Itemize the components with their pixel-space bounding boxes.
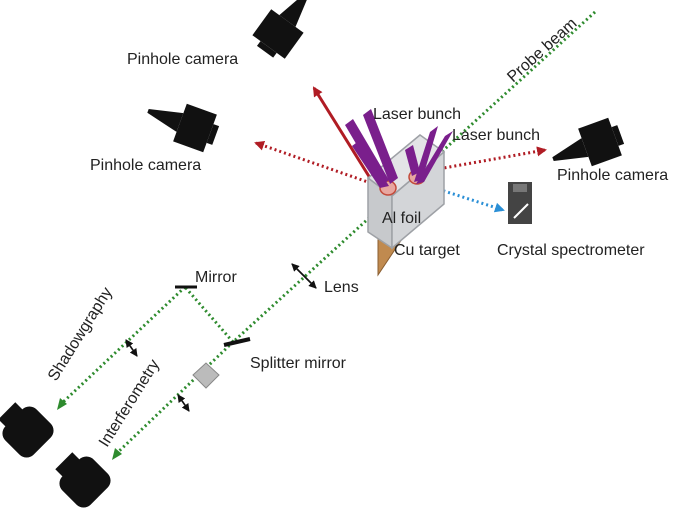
label-probe-beam: Probe beam [504, 15, 580, 86]
target-assembly [366, 134, 446, 277]
shadowgraphy-ccd-camera-icon [0, 402, 54, 458]
lens-double-arrow-icon [291, 263, 317, 289]
label-interferometry: Interferometry [96, 357, 163, 450]
probe-beam-path [58, 10, 597, 457]
laser-bunch-left [345, 109, 398, 188]
crystal-spectrometer-icon [508, 182, 532, 224]
interferometry-ccd-camera-icon [55, 452, 111, 508]
label-pinhole-camera-top: Pinhole camera [127, 51, 238, 68]
label-pinhole-camera-left: Pinhole camera [90, 157, 201, 174]
pinhole-camera-right-icon [552, 117, 625, 167]
label-mirror: Mirror [195, 269, 237, 286]
label-crystal-spectrometer: Crystal spectrometer [497, 242, 645, 259]
laser-bunch-right [405, 126, 453, 184]
label-pinhole-camera-right: Pinhole camera [557, 167, 668, 184]
interferometry-double-arrow-icon [177, 394, 190, 412]
label-laser-bunch-1: Laser bunch [373, 106, 461, 123]
pinhole-camera-top-icon [252, 0, 310, 59]
shadowgraphy-double-arrow-icon [125, 339, 138, 357]
pinhole-camera-left-icon [147, 103, 220, 153]
probe-beam-arrowheads [57, 398, 122, 460]
label-lens: Lens [324, 279, 359, 296]
splitter-mirror-icon [223, 337, 251, 347]
label-al-foil: Al foil [382, 210, 421, 227]
solid-emission-arrow [312, 86, 377, 187]
label-cu-target: Cu target [394, 242, 460, 259]
label-laser-bunch-2: Laser bunch [452, 127, 540, 144]
interferometry-prism-icon [192, 362, 220, 389]
label-shadowgraphy: Shadowgraphy [45, 285, 116, 385]
label-splitter-mirror: Splitter mirror [250, 355, 347, 372]
